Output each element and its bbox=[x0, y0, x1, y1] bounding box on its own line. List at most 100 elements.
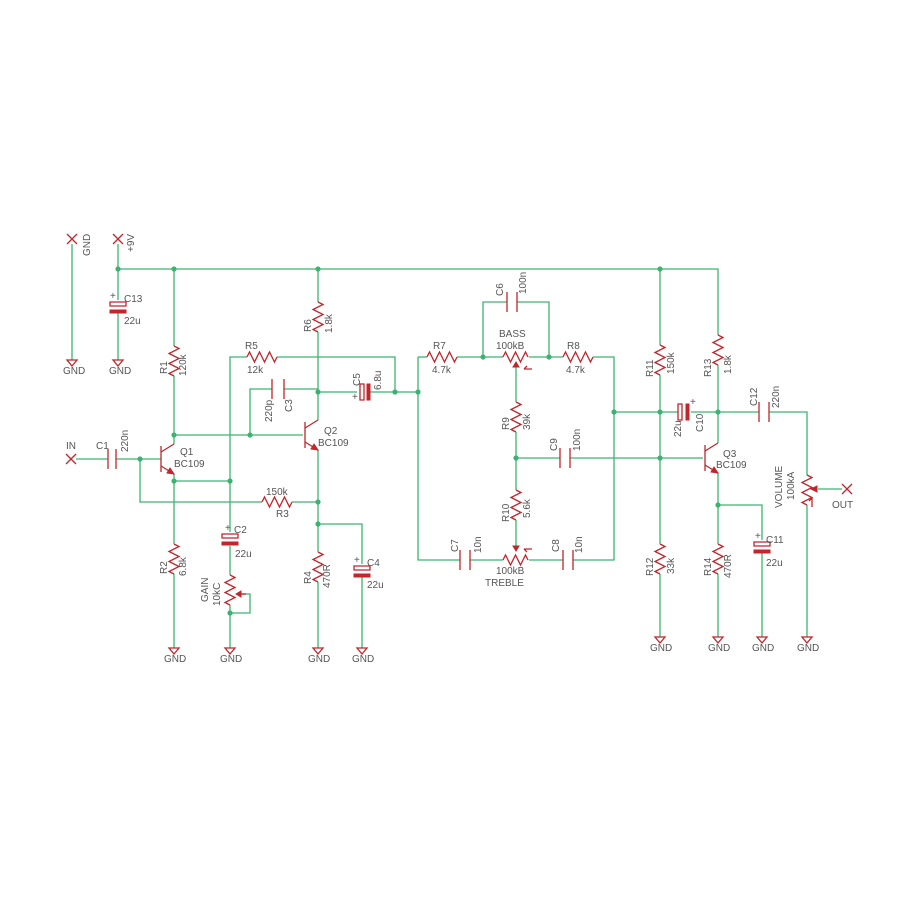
svg-text:R8: R8 bbox=[567, 341, 580, 352]
gain-value: 10kC bbox=[212, 583, 223, 606]
svg-text:22u: 22u bbox=[766, 558, 783, 569]
svg-text:R5: R5 bbox=[245, 341, 258, 352]
gnd-symbols: GND GND GND GND GND GND GND GND GND GND bbox=[63, 359, 819, 665]
svg-text:R6: R6 bbox=[303, 319, 314, 332]
capacitor-c4: + C4 22u bbox=[353, 555, 384, 591]
svg-text:R12: R12 bbox=[645, 557, 656, 576]
gnd-label: GND bbox=[650, 643, 672, 654]
gain-label: GAIN bbox=[200, 578, 211, 602]
svg-text:1.8k: 1.8k bbox=[324, 313, 335, 333]
resistor-r10: R10 5.6k bbox=[501, 489, 533, 522]
svg-text:22u: 22u bbox=[235, 549, 252, 560]
treble-value: 100kB bbox=[496, 566, 525, 577]
gnd-symbol: GND bbox=[650, 636, 672, 654]
gnd-symbol: GND bbox=[220, 647, 242, 665]
svg-text:+: + bbox=[690, 397, 696, 408]
svg-text:39k: 39k bbox=[522, 413, 533, 430]
gnd-symbol: GND bbox=[708, 636, 730, 654]
svg-text:220p: 220p bbox=[264, 399, 275, 422]
svg-text:6.8u: 6.8u bbox=[373, 371, 384, 390]
svg-text:R13: R13 bbox=[703, 358, 714, 377]
gnd-symbol: GND bbox=[308, 647, 330, 665]
capacitor-c10: + C10 22u bbox=[673, 397, 706, 437]
capacitor-c2: + C2 22u bbox=[221, 523, 252, 560]
svg-text:220n: 220n bbox=[771, 386, 782, 408]
svg-text:C13: C13 bbox=[124, 294, 143, 305]
svg-text:C6: C6 bbox=[495, 283, 506, 296]
resistor-r11: R11 150k bbox=[645, 344, 677, 377]
svg-text:1.8k: 1.8k bbox=[723, 354, 734, 374]
transistors: Q1 BC109 Q2 BC109 Q3 BC109 bbox=[160, 419, 747, 475]
gain-pot: GAIN 10kC bbox=[200, 574, 246, 606]
capacitor-c12: C12 220n bbox=[749, 386, 782, 422]
gnd-label: GND bbox=[708, 643, 730, 654]
svg-text:470R: 470R bbox=[723, 554, 734, 578]
gnd-label: GND bbox=[63, 366, 85, 377]
capacitor-c6: C6 100n bbox=[495, 272, 529, 312]
svg-text:Q3: Q3 bbox=[723, 449, 737, 460]
svg-text:470R: 470R bbox=[322, 564, 333, 588]
svg-text:150k: 150k bbox=[266, 487, 289, 498]
output-port: OUT bbox=[832, 483, 853, 511]
input-label: IN bbox=[66, 441, 76, 452]
gnd-symbol: GND bbox=[109, 359, 131, 377]
svg-text:R10: R10 bbox=[501, 503, 512, 522]
svg-text:R1: R1 bbox=[159, 361, 170, 374]
svg-text:BC109: BC109 bbox=[174, 459, 205, 470]
svg-text:22u: 22u bbox=[124, 316, 141, 327]
resistor-r4: R4 470R bbox=[303, 551, 333, 588]
gnd-label: GND bbox=[352, 654, 374, 665]
svg-text:12k: 12k bbox=[247, 365, 264, 376]
vcc-label: +9V bbox=[126, 234, 137, 252]
svg-text:120k: 120k bbox=[178, 353, 189, 376]
capacitor-c1: C1 220n bbox=[96, 430, 131, 469]
svg-text:4.7k: 4.7k bbox=[432, 365, 452, 376]
svg-text:C7: C7 bbox=[450, 539, 461, 552]
gnd-label: GND bbox=[797, 643, 819, 654]
svg-text:BC109: BC109 bbox=[716, 460, 747, 471]
resistor-r5: R5 12k bbox=[245, 341, 278, 376]
svg-text:220n: 220n bbox=[120, 430, 131, 452]
capacitor-c13: + C13 22u bbox=[109, 291, 143, 327]
svg-text:5.6k: 5.6k bbox=[522, 498, 533, 518]
junctions bbox=[115, 266, 721, 616]
treble-label: TREBLE bbox=[485, 578, 524, 589]
vcc-flag: +9V bbox=[112, 233, 137, 252]
svg-text:6.8k: 6.8k bbox=[178, 556, 189, 576]
svg-text:+: + bbox=[110, 291, 116, 302]
svg-text:22u: 22u bbox=[367, 580, 384, 591]
resistor-r1: R1 120k bbox=[159, 345, 189, 377]
capacitor-c11: + C11 22u bbox=[753, 531, 784, 569]
svg-text:R3: R3 bbox=[276, 509, 289, 520]
svg-text:22u: 22u bbox=[673, 420, 684, 437]
svg-text:100n: 100n bbox=[572, 429, 583, 451]
svg-text:33k: 33k bbox=[666, 557, 677, 574]
svg-text:R2: R2 bbox=[159, 561, 170, 574]
svg-text:+: + bbox=[352, 392, 358, 403]
resistor-r3: 150k R3 bbox=[261, 487, 293, 520]
resistor-r7: R7 4.7k bbox=[426, 341, 458, 376]
gnd-symbol: GND bbox=[352, 647, 374, 665]
resistor-r12: R12 33k bbox=[645, 543, 677, 576]
gnd-flag-top: GND bbox=[66, 233, 93, 256]
svg-text:+: + bbox=[354, 555, 360, 566]
svg-text:C8: C8 bbox=[551, 539, 562, 552]
gnd-symbol: GND bbox=[164, 647, 186, 665]
svg-text:C3: C3 bbox=[284, 399, 295, 412]
resistor-r13: R13 1.8k bbox=[703, 334, 734, 377]
capacitors: C1 220n + C2 22u 220p C3 + C4 22u + C5 bbox=[96, 272, 784, 591]
volume-value: 100kA bbox=[786, 471, 797, 500]
capacitor-c7: C7 10n bbox=[450, 536, 484, 570]
resistor-r9: R9 39k bbox=[501, 401, 533, 433]
gnd-label: GND bbox=[308, 654, 330, 665]
resistors: R1 120k R2 6.8k 150k R3 R4 470R R5 12k R… bbox=[159, 301, 734, 588]
wires bbox=[71, 244, 842, 648]
svg-text:R11: R11 bbox=[645, 359, 656, 377]
gnd-label: GND bbox=[752, 643, 774, 654]
capacitor-c9: C9 100n bbox=[549, 429, 583, 468]
svg-text:10n: 10n bbox=[473, 536, 484, 553]
svg-text:+: + bbox=[755, 531, 761, 542]
capacitor-c8: C8 10n bbox=[551, 536, 585, 570]
gnd-label: GND bbox=[164, 654, 186, 665]
